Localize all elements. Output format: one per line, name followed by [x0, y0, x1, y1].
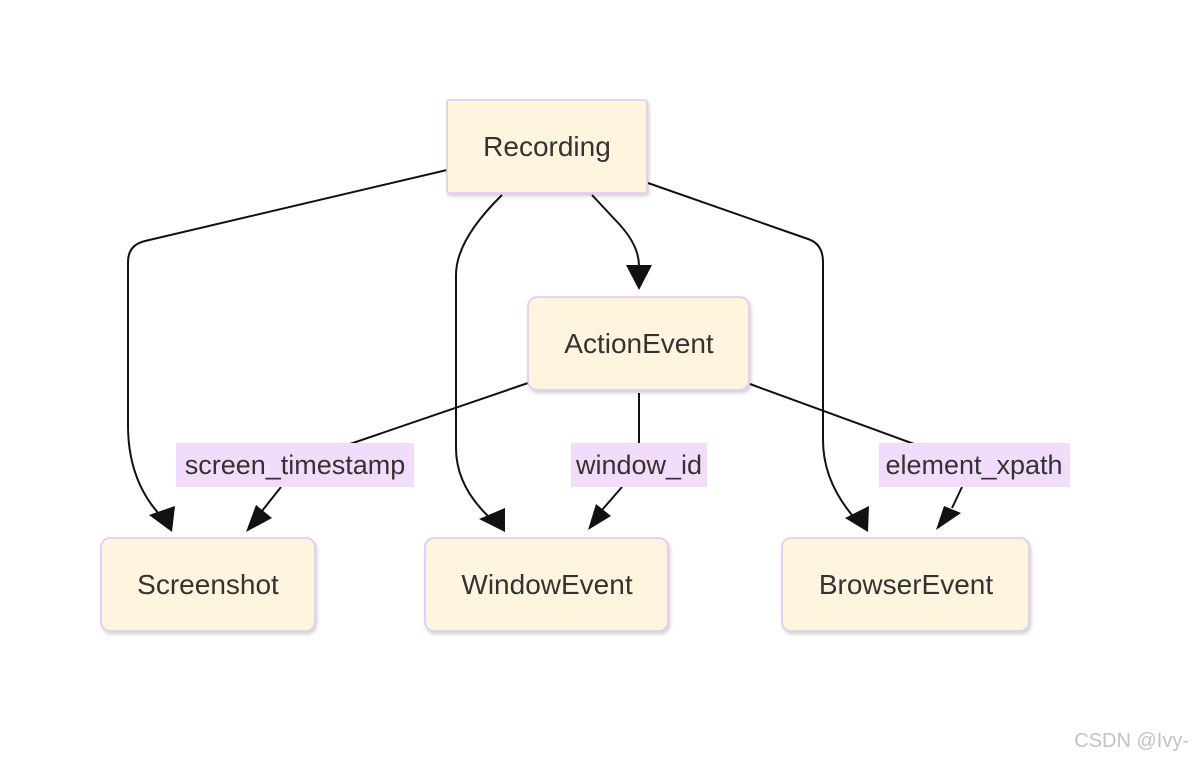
edge-label-element-xpath: element_xpath — [879, 443, 1070, 487]
edge-recording-to-actionevent — [591, 194, 652, 290]
edge-label-screen-timestamp: screen_timestamp — [176, 443, 414, 487]
node-windowevent-label: WindowEvent — [461, 569, 632, 600]
node-actionevent: ActionEvent — [527, 296, 750, 391]
node-recording-label: Recording — [483, 131, 611, 162]
edge-label-window-id-text: window_id — [575, 450, 702, 480]
edge-actionevent-to-browserevent — [749, 383, 963, 530]
edge-actionevent-to-screenshot — [246, 382, 529, 532]
watermark-text: CSDN @Ivy- — [1074, 730, 1189, 752]
node-recording: Recording — [446, 99, 648, 194]
node-browserevent-label: BrowserEvent — [819, 569, 994, 600]
edge-label-element-xpath-text: element_xpath — [885, 450, 1062, 480]
edge-label-window-id: window_id — [571, 443, 707, 487]
node-screenshot: Screenshot — [100, 537, 316, 632]
edge-recording-to-browserevent — [647, 182, 869, 532]
edge-label-screen-timestamp-text: screen_timestamp — [185, 450, 406, 480]
node-actionevent-label: ActionEvent — [564, 328, 714, 359]
node-screenshot-label: Screenshot — [137, 569, 279, 600]
edge-recording-to-windowevent — [455, 194, 505, 532]
edge-actionevent-to-windowevent — [588, 393, 640, 530]
edge-recording-to-screenshot — [127, 169, 448, 532]
node-browserevent: BrowserEvent — [781, 537, 1030, 632]
node-windowevent: WindowEvent — [424, 537, 669, 632]
